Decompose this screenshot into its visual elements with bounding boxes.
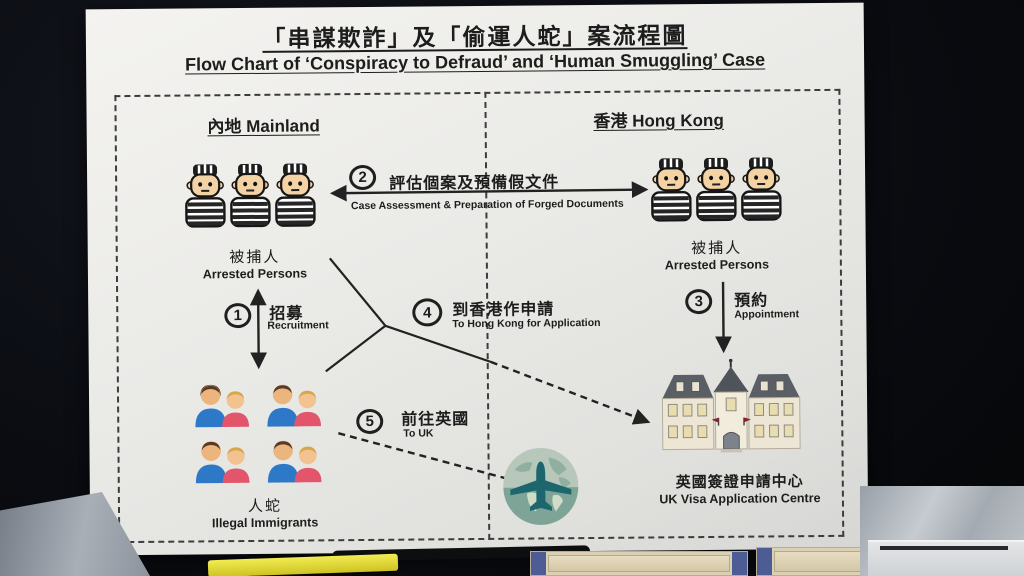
arrested-persons-hk-label: 被捕人 Arrested Persons	[664, 239, 770, 273]
sleeve-clip	[757, 548, 772, 575]
banknote	[548, 555, 730, 572]
banknote-evidence-sleeve	[530, 551, 748, 576]
sleeve-clip	[531, 552, 546, 575]
arrested-persons-mainland-group	[183, 159, 318, 230]
step-4-label-en: To Hong Kong for Application	[452, 316, 601, 331]
arrested-persons-mainland-label: 被捕人 Arrested Persons	[202, 248, 308, 282]
immigrant-pair-icon	[195, 441, 250, 484]
yellow-highlighter-object	[207, 553, 399, 576]
step-3-label-en: Appointment	[734, 308, 800, 321]
globe-airplane-icon	[503, 447, 579, 525]
step-1-label-en: Recruitment	[267, 319, 329, 332]
arrested-persons-hk-group	[649, 153, 784, 224]
prisoner-figure-icon	[696, 157, 737, 222]
prisoner-figure-icon	[185, 164, 226, 228]
step-2-label-zh: 評估個案及預備假文件	[389, 174, 560, 193]
flowchart-poster: 「串謀欺詐」及「偷運人蛇」案流程圖 Flow Chart of ‘Conspir…	[85, 2, 869, 556]
column-header-mainland: 內地 Mainland	[207, 116, 320, 137]
illegal-immigrants-label: 人蛇 Illegal Immigrants	[211, 497, 319, 531]
step-5-label-zh: 前往英國	[401, 411, 470, 429]
step-3-label-zh: 預約	[734, 292, 769, 310]
document-text-line	[880, 546, 1008, 550]
document-stack	[868, 540, 1024, 576]
step-5-label-en: To UK	[403, 427, 434, 440]
prisoner-figure-icon	[230, 163, 271, 228]
sleeve-clip	[732, 552, 747, 575]
visa-centre-building-icon	[661, 358, 801, 453]
illegal-immigrants-group	[191, 373, 334, 484]
immigrant-pair-icon	[267, 384, 322, 427]
step-2-number: 2	[349, 164, 377, 191]
column-header-hongkong: 香港 Hong Kong	[593, 110, 724, 131]
prisoner-figure-icon	[275, 163, 316, 227]
prisoner-figure-icon	[651, 158, 692, 222]
step-1-number: 1	[224, 302, 252, 329]
immigrant-pair-icon	[267, 440, 322, 483]
step-3-number: 3	[685, 288, 713, 315]
step-5-number: 5	[356, 408, 384, 435]
immigrant-pair-icon	[195, 384, 250, 428]
visa-centre-label: 英國簽證申請中心 UK Visa Application Centre	[659, 473, 821, 507]
prisoner-figure-icon	[741, 157, 782, 221]
step-4-number: 4	[412, 298, 443, 327]
